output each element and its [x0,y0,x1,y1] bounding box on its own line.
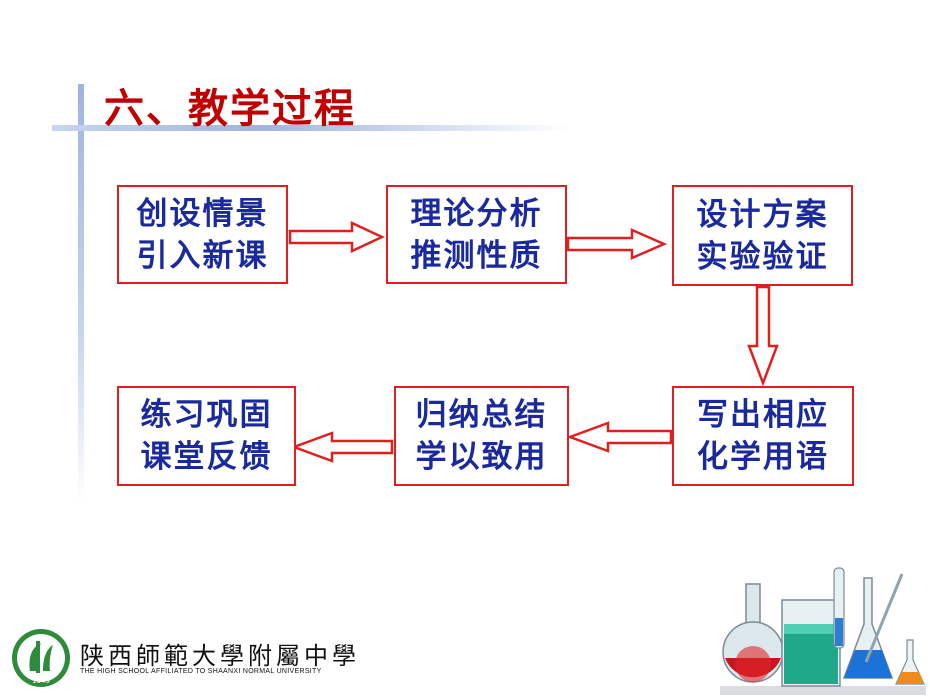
step-line: 归纳总结 [415,397,548,433]
step-line: 设计方案 [696,196,829,233]
title-accent-vertical-bar [78,84,84,504]
step-line: 学以致用 [415,439,548,475]
step-box-design-experiment: 设计方案 实验验证 [672,185,853,286]
school-name: 陕西師範大學附屬中學 [80,642,360,670]
arrow-step2-to-step3 [566,228,668,260]
lab-glassware-illustration [720,567,926,695]
slide-title: 六、教学过程 [104,86,356,132]
step-box-theory-analysis: 理论分析 推测性质 [386,185,567,284]
school-logo-icon: 1949 [12,629,70,687]
step-box-summarize-apply: 归纳总结 学以致用 [394,386,569,486]
arrow-step3-to-step4 [747,285,779,387]
arrow-step1-to-step2 [288,221,385,253]
step-box-create-scenario: 创设情景 引入新课 [117,185,288,284]
step-line: 练习巩固 [140,397,273,433]
step-line: 引入新课 [136,237,269,274]
step-line: 创设情景 [136,195,269,232]
school-name-english: THE HIGH SCHOOL AFFILIATED TO SHAANXI NO… [80,668,322,675]
step-line: 理论分析 [410,195,543,232]
step-line: 实验验证 [696,238,829,275]
arrow-step4-to-step5 [566,421,673,453]
step-box-practice-feedback: 练习巩固 课堂反馈 [117,386,296,486]
step-box-chemical-language: 写出相应 化学用语 [672,386,854,486]
arrow-step5-to-step6 [290,431,394,463]
step-line: 化学用语 [697,439,829,475]
step-line: 推测性质 [410,237,543,274]
title-accent-horizontal-bar [52,125,572,131]
step-line: 写出相应 [697,397,829,433]
logo-year: 1949 [32,677,50,685]
step-line: 课堂反馈 [140,439,273,475]
